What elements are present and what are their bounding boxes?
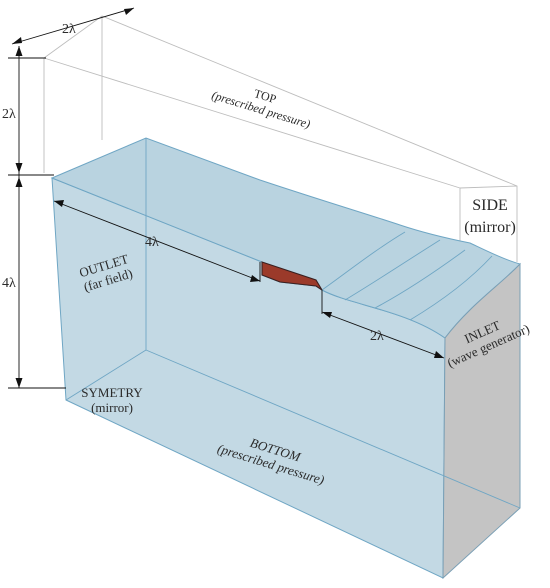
symmetry-subtitle: (mirror) [91, 400, 133, 415]
symmetry-title: SYMETRY [81, 385, 143, 400]
dimension-labels: 2λ 2λ 4λ 4λ 2λ [2, 22, 384, 344]
air-height-label: 2λ [2, 107, 16, 122]
wave-crests [321, 231, 493, 321]
side-subtitle: (mirror) [464, 219, 516, 236]
outlet-length-label: 4λ [145, 235, 159, 250]
water-depth-label: 4λ [2, 276, 16, 291]
symmetry-label: SYMETRY (mirror) [81, 385, 143, 415]
side-title: SIDE [472, 197, 508, 214]
inlet-length-label: 2λ [370, 329, 384, 344]
depth-top-label: 2λ [62, 22, 76, 37]
water-block [50, 137, 521, 580]
dimension-lines [8, 7, 445, 389]
top-label: TOP (prescribed pressure) [210, 86, 312, 131]
side-label: SIDE (mirror) [464, 197, 516, 236]
air-region-wireframe [43, 15, 518, 262]
floating-structure [261, 261, 323, 291]
top-title: TOP [252, 86, 278, 106]
dimension-arrowheads [12, 8, 444, 388]
